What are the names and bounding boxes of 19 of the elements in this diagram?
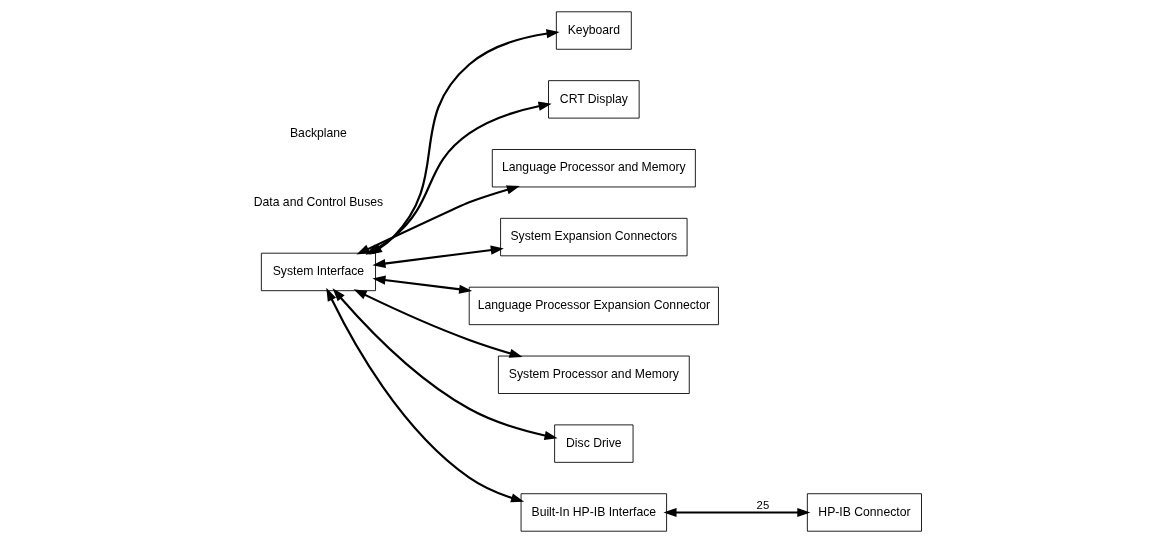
- arrow: [353, 289, 523, 358]
- node-box: Language Processor and Memory: [491, 149, 696, 188]
- node-box: System Interface: [260, 252, 376, 292]
- node-box: Built-In HP-IB Interface: [520, 493, 668, 532]
- edge-label: 25: [756, 499, 770, 512]
- node-box: CRT Display: [548, 80, 640, 119]
- label: Data and Control Buses: [253, 195, 384, 210]
- label: Backplane: [289, 126, 347, 141]
- arrow: [372, 275, 473, 294]
- node-box: System Expansion Connectors: [500, 217, 688, 257]
- node-box: HP-IB Connector: [806, 493, 922, 532]
- arrow: [372, 245, 504, 269]
- node-box: System Processor and Memory: [497, 355, 690, 394]
- arrow: [326, 287, 525, 503]
- node-box: Keyboard: [555, 11, 632, 50]
- arrow: [332, 288, 558, 440]
- node-box: Language Processor Expansion Connector: [468, 286, 719, 326]
- node-box: Disc Drive: [554, 424, 634, 463]
- arrow: [663, 507, 811, 518]
